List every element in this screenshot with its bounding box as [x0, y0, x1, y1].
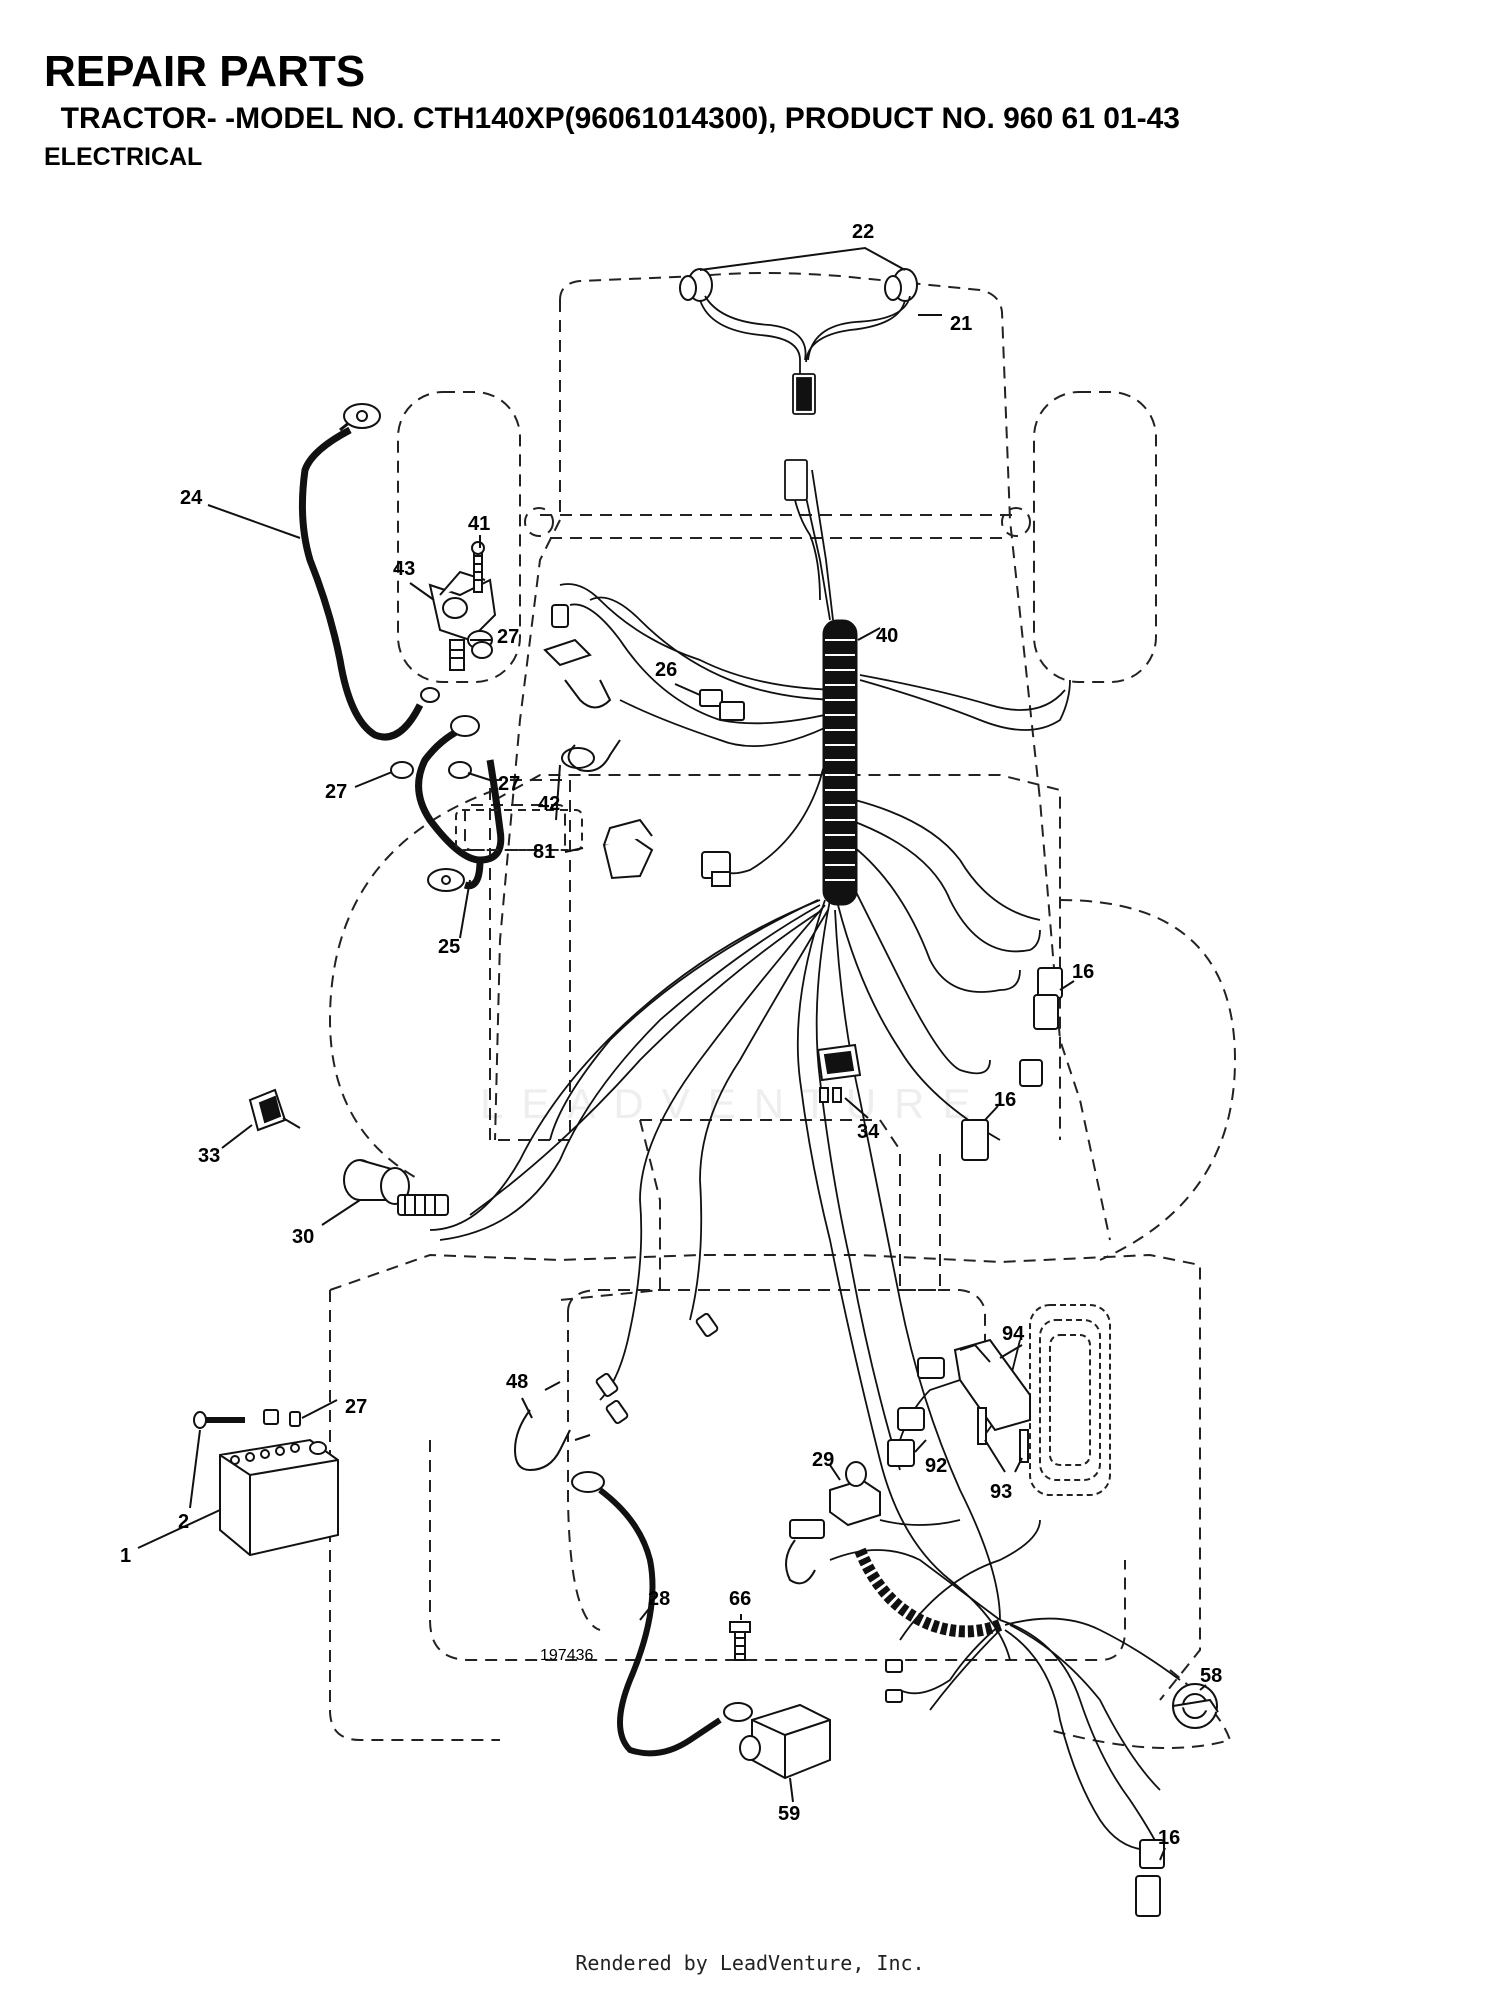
callout-30: 30: [292, 1226, 314, 1248]
connector-lower: [785, 1519, 825, 1585]
callout-labels: 22 21 24 41 43 27 40 26 27 27 42 81 25 1…: [120, 221, 1222, 1849]
render-credit: Rendered by LeadVenture, Inc.: [575, 1951, 925, 1975]
callout-94: 94: [1002, 1323, 1025, 1345]
section-heading: ELECTRICAL: [44, 143, 203, 171]
callout-48: 48: [506, 1371, 528, 1393]
callout-28: 28: [648, 1588, 670, 1610]
callout-29: 29: [812, 1449, 834, 1471]
nuts-27: [390, 641, 493, 779]
chassis-outline: [328, 272, 1237, 1749]
seat-area-outline: [1029, 1304, 1111, 1496]
component-29: [829, 1461, 881, 1527]
center-connectors: [701, 851, 731, 887]
component-58: [1172, 1683, 1219, 1729]
callout-26: 26: [655, 659, 677, 681]
callout-33: 33: [198, 1145, 220, 1167]
callout-43: 43: [393, 558, 415, 580]
callout-93: 93: [990, 1481, 1012, 1503]
ignition-switch-30: [343, 1159, 449, 1216]
callout-16-upper: 16: [1072, 961, 1094, 983]
callout-58: 58: [1200, 1665, 1222, 1687]
callout-24: 24: [180, 487, 203, 509]
callout-22: 22: [852, 221, 874, 243]
page-title: REPAIR PARTS: [44, 47, 366, 96]
plunger-switches-16: [961, 967, 1165, 1917]
callout-40: 40: [876, 625, 898, 647]
callout-27-left: 27: [325, 781, 347, 803]
ignition-key-33: [248, 1088, 301, 1132]
callout-27-battery: 27: [345, 1396, 367, 1418]
headlight-harness-21: [699, 295, 911, 601]
callout-16-lower: 16: [1158, 1827, 1180, 1849]
wire-42: [561, 739, 621, 772]
callout-25: 25: [438, 936, 460, 958]
page-header: REPAIR PARTS TRACTOR- -MODEL NO. CTH140X…: [44, 48, 1180, 172]
callout-27-right: 27: [498, 773, 520, 795]
callout-1: 1: [120, 1545, 131, 1567]
wire-loom-ribs: [825, 639, 855, 881]
callout-66: 66: [729, 1588, 751, 1610]
connectors-26: [543, 604, 745, 721]
bolt-66: [729, 1621, 751, 1661]
callout-41: 41: [468, 513, 490, 535]
battery-cable-24: [298, 403, 424, 741]
battery-1: [193, 1409, 339, 1557]
callout-59: 59: [778, 1803, 800, 1825]
wire-loom-40: [822, 619, 858, 906]
callout-92: 92: [925, 1455, 947, 1477]
wire-terminals: [595, 1312, 903, 1703]
relay-81: [602, 818, 654, 880]
callout-21: 21: [950, 313, 972, 335]
callout-81: 81: [533, 841, 555, 863]
callout-27-solenoid: 27: [497, 626, 519, 648]
screws-93: [977, 1407, 1029, 1463]
light-switch-34: [816, 1043, 862, 1103]
module-59: [739, 1703, 831, 1780]
callout-34: 34: [857, 1121, 880, 1143]
relay-81-box: [455, 809, 583, 851]
connectors-92: [887, 1357, 945, 1467]
ground-cable-28: [571, 1471, 753, 1757]
component-48: [513, 1381, 591, 1472]
drawing-number: 197436: [540, 1647, 593, 1664]
leader-lines: [137, 246, 1207, 1861]
callout-16-middle: 16: [994, 1089, 1016, 1111]
model-subtitle: TRACTOR- -MODEL NO. CTH140XP(96061014300…: [44, 102, 1180, 135]
callout-42: 42: [538, 793, 560, 815]
callout-2: 2: [178, 1511, 189, 1533]
module-94: [953, 1338, 1031, 1432]
wire-harness: [429, 469, 1181, 1851]
cable-25: [415, 715, 505, 892]
wire-loom-lower: [854, 1547, 1003, 1638]
